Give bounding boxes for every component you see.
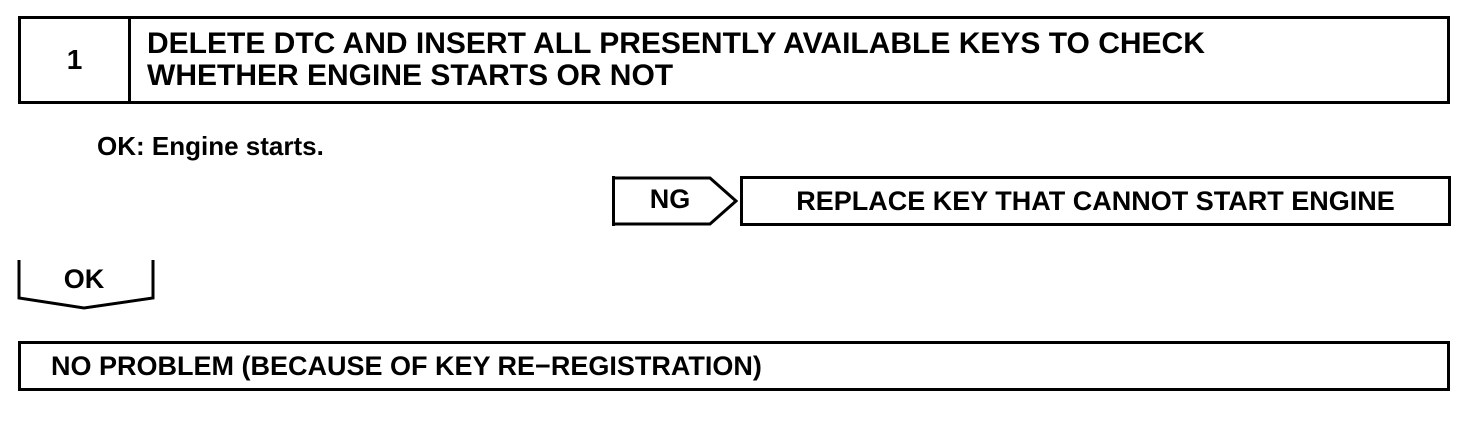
ok-condition-text: OK: Engine starts. [97,131,324,161]
ng-result-box: REPLACE KEY THAT CANNOT START ENGINE [740,176,1451,226]
step-title: DELETE DTC AND INSERT ALL PRESENTLY AVAI… [147,27,1205,92]
step-number: 1 [21,19,131,101]
final-result-text: NO PROBLEM (BECAUSE OF KEY RE−REGISTRATI… [51,350,762,381]
ok-label: OK [63,264,105,294]
final-result-box: NO PROBLEM (BECAUSE OF KEY RE−REGISTRATI… [18,341,1450,391]
ng-arrow-tag [612,176,738,226]
step-header-box: 1 DELETE DTC AND INSERT ALL PRESENTLY AV… [18,16,1450,104]
ok-arrow-tag [17,260,155,310]
ng-label: NG [649,184,691,214]
ng-result-text: REPLACE KEY THAT CANNOT START ENGINE [796,185,1395,216]
